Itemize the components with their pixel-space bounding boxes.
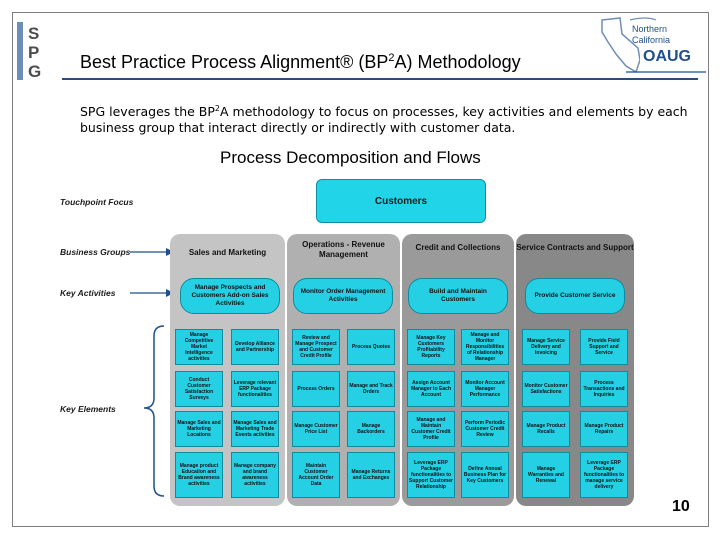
intro-text: SPG leverages the BP2A methodology to fo… xyxy=(80,104,688,136)
key-activity: Build and Maintain Customers xyxy=(408,278,508,314)
key-element: Manage Competitive Market Intelligence a… xyxy=(175,329,223,365)
column-operations-revenue: Operations - Revenue Management Monitor … xyxy=(287,234,400,506)
key-element: Develop Alliance and Partnership xyxy=(231,329,279,365)
key-element: Maintain Customer Account Order Data xyxy=(292,452,340,498)
customers-box: Customers xyxy=(316,179,486,223)
key-element: Manage Product Recalls xyxy=(522,411,570,447)
key-element: Manage Key Customers Profitability Repor… xyxy=(407,329,455,365)
key-element: Manage Returns and Exchanges xyxy=(347,452,395,498)
key-activity: Monitor Order Management Activities xyxy=(293,278,393,314)
row-label-business-groups: Business Groups xyxy=(60,247,131,257)
column-sales-marketing: Sales and Marketing Manage Prospects and… xyxy=(170,234,285,506)
logo-letter-p: P xyxy=(28,43,40,62)
key-element: Define Annual Business Plan for Key Cust… xyxy=(461,452,509,498)
oaug-logo: Northern California OAUG xyxy=(601,17,706,74)
key-element: Manage Sales and Marketing Locations xyxy=(175,411,223,447)
key-element: Assign Account Manager to Each Account xyxy=(407,371,455,407)
key-element: Monitor Customer Satisfactions xyxy=(522,371,570,407)
spg-logo: S P G xyxy=(17,22,49,81)
slide-frame xyxy=(12,12,709,527)
column-head: Credit and Collections xyxy=(415,243,501,252)
key-element: Leverage ERP Package functionalities to … xyxy=(580,452,628,498)
key-activity: Provide Customer Service xyxy=(525,278,625,314)
header-rule xyxy=(62,78,698,80)
key-element: Manage and Track Orders xyxy=(347,371,395,407)
key-element: Process Transactions and Inquiries xyxy=(580,371,628,407)
column-head: Sales and Marketing xyxy=(188,248,267,257)
key-element: Review and Manage Prospect and Customer … xyxy=(292,329,340,365)
key-element: Perform Periodic Customer Credit Review xyxy=(461,411,509,447)
row-label-key-elements: Key Elements xyxy=(60,404,116,414)
key-element: Process Orders xyxy=(292,371,340,407)
key-elements-brace xyxy=(143,325,165,497)
key-element: Leverage ERP Package functionalities to … xyxy=(407,452,455,498)
row-label-key-activities: Key Activities xyxy=(60,288,116,298)
oaug-line2: California xyxy=(632,35,670,45)
key-element: Leverage relevant ERP Package functional… xyxy=(231,371,279,407)
key-element: Manage product Education and Brand aware… xyxy=(175,452,223,498)
key-element: Conduct Customer Satisfaction Surveys xyxy=(175,371,223,407)
key-element: Manage Sales and Marketing Trade Events … xyxy=(231,411,279,447)
key-element: Manage Warranties and Renewal xyxy=(522,452,570,498)
page-title: Best Practice Process Alignment® (BP2A) … xyxy=(80,52,521,72)
key-element: Manage company and brand awareness activ… xyxy=(231,452,279,498)
oaug-brand: OAUG xyxy=(643,48,691,65)
key-element: Manage Customer Price List xyxy=(292,411,340,447)
oaug-line1: Northern xyxy=(632,24,667,34)
diagram-title: Process Decomposition and Flows xyxy=(220,148,481,167)
logo-letter-g: G xyxy=(28,62,42,81)
key-element: Manage Product Repairs xyxy=(580,411,628,447)
column-credit-collections: Credit and Collections Build and Maintai… xyxy=(402,234,514,506)
page-number: 10 xyxy=(672,498,690,515)
logo-bar xyxy=(17,22,23,80)
logo-letter-s: S xyxy=(28,24,40,43)
column-service-contracts: Service Contracts and Support Provide Cu… xyxy=(516,234,634,506)
key-activity: Manage Prospects and Customers Add-on Sa… xyxy=(180,278,280,314)
key-element: Process Quotes xyxy=(347,329,395,365)
key-element: Monitor Account Manager Performance xyxy=(461,371,509,407)
column-head: Operations - Revenue Management xyxy=(302,240,385,259)
key-element: Manage Service Delivery and Invoicing xyxy=(522,329,570,365)
row-label-touchpoint: Touchpoint Focus xyxy=(60,197,134,207)
key-element: Manage and Monitor Responsibilities of R… xyxy=(461,329,509,365)
key-element: Manage Backorders xyxy=(347,411,395,447)
key-element: Manage and Maintain Customer Credit Prof… xyxy=(407,411,455,447)
column-head: Service Contracts and Support xyxy=(516,243,634,252)
key-element: Provide Field Support and Service xyxy=(580,329,628,365)
